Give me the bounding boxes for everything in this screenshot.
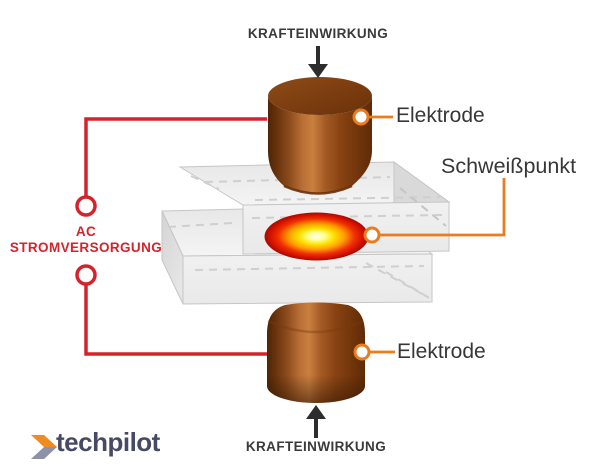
terminal-circle-top [75, 195, 97, 217]
weld-spot-label: Schweißpunkt [441, 154, 577, 178]
electrode-label-top: Elektrode [396, 104, 485, 127]
arrow-down-icon [308, 46, 328, 78]
arrow-up-icon [306, 405, 326, 438]
marker-circle-electrode-top [352, 108, 370, 126]
weld-spot-glow [264, 212, 369, 261]
sheet-crease-dashes [167, 222, 432, 300]
power-wire-bottom [84, 285, 267, 356]
force-label-top: KRAFTEINWIRKUNG [247, 26, 389, 41]
ac-power-label: AC STROMVERSORGUNG [4, 224, 168, 256]
terminal-circle-bottom [75, 264, 97, 286]
ac-power-label-line1: AC [75, 224, 97, 239]
electrode-label-bottom: Elektrode [397, 340, 486, 363]
callout-leaders [352, 108, 506, 361]
leader-weld-spot [380, 178, 506, 237]
force-label-bottom: KRAFTEINWIRKUNG [245, 439, 387, 454]
logo-text: techpilot [56, 427, 160, 457]
ac-power-label-line2: STROMVERSORGUNG [9, 240, 163, 255]
marker-circle-weld-spot [363, 226, 381, 244]
electrode-top-face [268, 77, 372, 115]
power-wire-top [84, 117, 267, 196]
ac-power-circuit [75, 117, 267, 356]
techpilot-logo: techpilot [28, 426, 188, 468]
electrode-bottom [267, 302, 365, 403]
marker-circle-electrode-bottom [353, 343, 371, 361]
logo-chevron-icon [31, 435, 57, 459]
electrode-top [268, 77, 372, 195]
